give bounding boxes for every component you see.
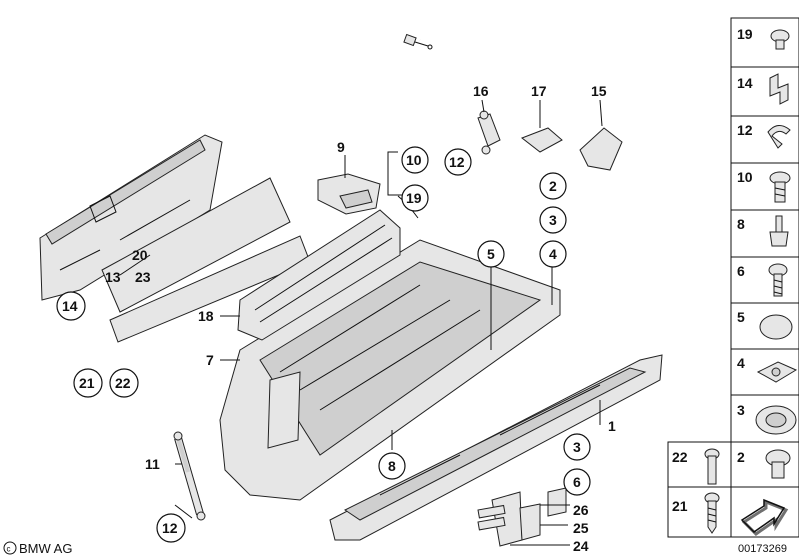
legend-label-3: 3: [737, 402, 745, 418]
callout-25: 25: [573, 520, 589, 536]
legend-label-12: 12: [737, 122, 753, 138]
assembly-arrow-icon: [740, 498, 789, 536]
release-handle-9: [317, 173, 381, 215]
callout-24: 24: [573, 538, 589, 554]
legend-label-5: 5: [737, 309, 745, 325]
callout-17: 17: [531, 83, 547, 99]
damper-11: [173, 431, 206, 521]
callout-23: 23: [135, 269, 151, 285]
screw-2-icon: [765, 449, 791, 479]
bolt-22-icon: [704, 448, 720, 485]
cover-panel-13: [39, 134, 223, 301]
callout-26: 26: [573, 502, 589, 518]
glovebox-housing-7: [219, 239, 561, 501]
legend-label-8: 8: [737, 216, 745, 232]
legend-label-10: 10: [737, 169, 753, 185]
leader-lines: [119, 99, 603, 546]
callout-6: 6: [573, 474, 581, 490]
reinforcement-18: [237, 209, 401, 341]
screw-21-icon: [704, 492, 720, 534]
nut-clip-4-icon: [756, 361, 798, 383]
callout-15: 15: [591, 83, 607, 99]
small-parts-16-17-15: [477, 110, 623, 171]
callout-14: 14: [62, 298, 78, 314]
latch-parts-24-26: [477, 487, 567, 547]
callout-18: 18: [198, 308, 214, 324]
screw-10-icon: [769, 171, 791, 203]
callout-8: 8: [388, 458, 396, 474]
callout-1: 1: [608, 418, 616, 434]
callout-16: 16: [473, 83, 489, 99]
svg-text:c: c: [7, 545, 11, 554]
brand-label: BMW AG: [19, 541, 72, 556]
legend-label-14: 14: [737, 75, 753, 91]
legend-table: 19 14 12 10 8 6 5 4 3 2 22 21: [667, 17, 799, 538]
callout-2: 2: [549, 178, 557, 194]
callout-10: 10: [406, 152, 422, 168]
lid-1: [329, 354, 663, 541]
callout-9: 9: [337, 139, 345, 155]
legend-label-22: 22: [672, 449, 688, 465]
callout-3-top: 3: [549, 212, 557, 228]
callout-4: 4: [549, 246, 557, 262]
footer: c BMW AG 00173269: [3, 541, 787, 556]
cap-5-icon: [759, 314, 793, 340]
panel-20: [101, 177, 291, 313]
callout-22-left: 22: [115, 375, 131, 391]
callout-labels: 9 10 19 16 12 17 15 2 3 4 5 20 13 23 14 …: [56, 83, 616, 554]
callout-20: 20: [132, 247, 148, 263]
callout-11: 11: [145, 456, 160, 472]
callout-12-bottom: 12: [162, 520, 178, 536]
callout-7: 7: [206, 352, 214, 368]
legend-label-21: 21: [672, 498, 688, 514]
legend-label-2: 2: [737, 449, 745, 465]
callout-3-bottom: 3: [573, 439, 581, 455]
callout-13: 13: [105, 269, 121, 285]
grommet-3-icon: [755, 405, 797, 435]
callout-21-left: 21: [79, 375, 95, 391]
release-cable: [258, 14, 433, 187]
legend-label-19: 19: [737, 26, 753, 42]
clip-14-icon: [769, 73, 789, 105]
drawing-number: 00173269: [738, 543, 787, 555]
callout-5: 5: [487, 246, 495, 262]
callout-12-top: 12: [449, 154, 465, 170]
clamp-12-icon: [767, 125, 791, 149]
callout-19: 19: [406, 190, 422, 206]
pin-8-icon: [769, 215, 789, 247]
legend-label-6: 6: [737, 263, 745, 279]
screw-6-icon: [768, 263, 788, 297]
screw-19-icon: [770, 29, 790, 50]
legend-label-4: 4: [737, 355, 745, 371]
